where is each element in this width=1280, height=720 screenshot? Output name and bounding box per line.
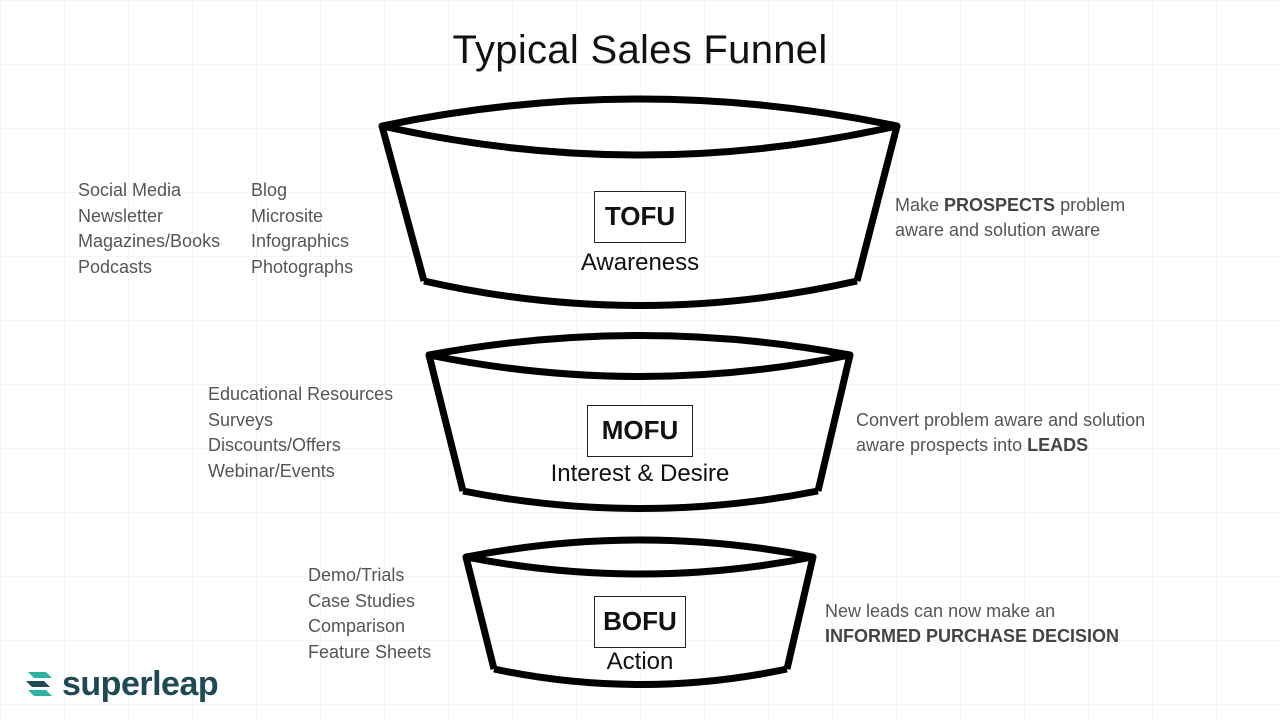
list-item: Demo/Trials: [308, 565, 405, 585]
description-text: Make: [895, 195, 945, 215]
list-item: Discounts/Offers: [208, 435, 341, 455]
list-item: Comparison: [308, 616, 406, 636]
list-item: Newsletter: [78, 205, 164, 226]
description-emphasis: PROSPECTS: [944, 195, 1056, 215]
superleap-logo-mark-icon: [26, 672, 52, 696]
bofu-box: BOFU: [594, 596, 686, 648]
list-item: Magazines/Books: [78, 231, 221, 251]
funnel-segment-mofu: [425, 332, 854, 512]
funnel-segment-tofu: [378, 95, 901, 309]
description-text: Convert problem aware and solution aware…: [856, 410, 1146, 455]
list-item: Webinar/Events: [208, 460, 335, 481]
bofu-label: Action: [606, 648, 674, 675]
bofu-channels: Demo/Trials Case Studies Comparison Feat…: [308, 563, 431, 665]
page-title: Typical Sales Funnel: [452, 28, 828, 72]
tofu-description: Make PROSPECTS problem aware and solutio…: [895, 193, 1145, 243]
list-item: Infographics: [251, 231, 350, 251]
list-item: Photographs: [251, 256, 354, 277]
superleap-logo: superleap: [24, 664, 219, 704]
list-item: Social Media: [78, 180, 182, 200]
mofu-description: Convert problem aware and solution aware…: [856, 408, 1186, 458]
superleap-logo-text: superleap: [62, 664, 219, 703]
description-text: New leads can now make an: [825, 601, 1056, 621]
list-item: Blog: [251, 180, 288, 200]
mofu-channels: Educational Resources Surveys Discounts/…: [208, 382, 393, 484]
tofu-box: TOFU: [594, 191, 686, 243]
description-emphasis: INFORMED PURCHASE DECISION: [825, 626, 1120, 646]
list-item: Surveys: [208, 409, 274, 430]
tofu-channels-right: Blog Microsite Infographics Photographs: [251, 178, 353, 280]
bofu-description: New leads can now make an INFORMED PURCH…: [825, 599, 1145, 649]
description-emphasis: LEADS: [1027, 435, 1089, 455]
list-item: Educational Resources: [208, 384, 394, 404]
list-item: Feature Sheets: [308, 641, 432, 662]
mofu-box: MOFU: [587, 405, 693, 457]
list-item: Podcasts: [78, 256, 153, 277]
funnel-segment-bofu: [462, 536, 817, 688]
tofu-channels-left: Social Media Newsletter Magazines/Books …: [78, 178, 220, 280]
description-text: problem aware and solution aware: [895, 195, 1126, 240]
list-item: Microsite: [251, 205, 324, 226]
mofu-label: Interest & Desire: [550, 460, 730, 487]
tofu-label: Awareness: [580, 249, 700, 276]
list-item: Case Studies: [308, 590, 416, 611]
